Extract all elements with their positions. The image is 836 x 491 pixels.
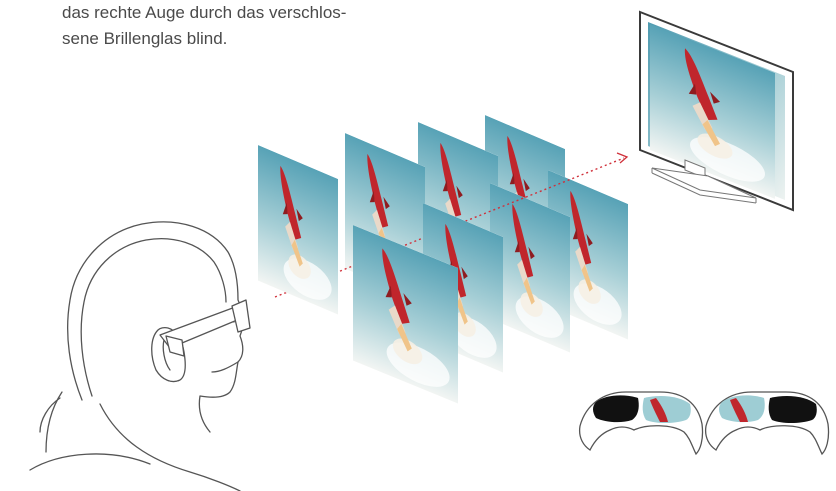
viewer-head-icon — [30, 222, 243, 491]
glasses-left-shut-icon — [580, 392, 703, 454]
monitor-icon — [640, 12, 793, 210]
rocket-frame-icon — [258, 145, 338, 315]
glasses-right-shut-icon — [706, 392, 829, 454]
viewer-glasses-icon — [160, 300, 250, 356]
